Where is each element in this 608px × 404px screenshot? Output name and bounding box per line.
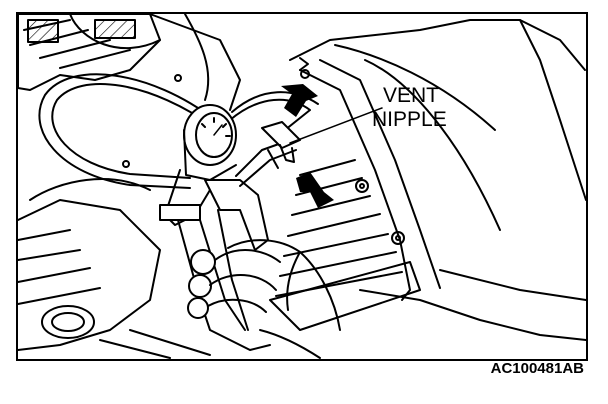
vent-nipple: [261, 121, 301, 169]
transmission-case: [269, 19, 587, 341]
callout-label-line2: NIPPLE: [372, 108, 447, 131]
vacuum-gauge: [183, 104, 237, 181]
vacuum-hose: [38, 73, 319, 189]
arrow-upper: [281, 84, 318, 117]
callout-label-line1: VENT: [383, 84, 439, 107]
engine-block-background: [17, 13, 241, 168]
callout-leader-line: [289, 107, 383, 144]
arrow-lower: [296, 172, 334, 208]
figure-code-label: AC100481AB: [491, 360, 585, 377]
technician-hand: [207, 239, 341, 359]
hand-vacuum-pump: [159, 139, 297, 351]
